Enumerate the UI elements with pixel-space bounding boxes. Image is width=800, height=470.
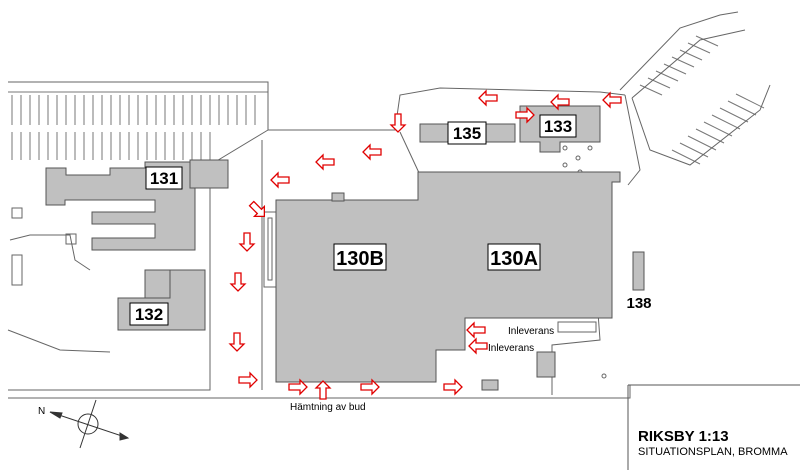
- traffic-arrow: [466, 321, 486, 339]
- title-block: RIKSBY 1:13 SITUATIONSPLAN, BROMMA: [638, 428, 800, 459]
- building-label-138: 138: [626, 295, 651, 312]
- parking-lot-east: [639, 35, 765, 165]
- building-label-131: 131: [150, 169, 178, 188]
- building-label-132: 132: [135, 305, 163, 324]
- traffic-arrow: [468, 337, 488, 355]
- building-label-130b: 130B: [336, 248, 384, 270]
- traffic-arrow: [248, 200, 266, 218]
- small-structure-c: [331, 192, 345, 202]
- traffic-arrow: [443, 378, 463, 396]
- traffic-arrow: [228, 332, 246, 352]
- traffic-arrow: [314, 380, 332, 400]
- traffic-arrow: [229, 272, 247, 292]
- building-label-130a: 130A: [490, 248, 538, 270]
- traffic-arrows: [228, 89, 622, 400]
- compass-north-label: N: [38, 406, 45, 417]
- building-labels: 131 132 133 135 130B 130A 138: [129, 114, 652, 326]
- traffic-arrow: [602, 91, 622, 109]
- traffic-arrow: [360, 378, 380, 396]
- small-structure-b: [481, 379, 499, 391]
- small-structure-a: [536, 351, 556, 378]
- title-block-frame: [627, 384, 800, 470]
- traffic-arrow: [315, 153, 335, 171]
- map-subtitle: SITUATIONSPLAN, BROMMA: [638, 446, 788, 458]
- building-131-annex: [189, 159, 229, 189]
- building-label-133: 133: [544, 117, 572, 136]
- delivery-label-2: Inleverans: [488, 343, 534, 354]
- traffic-arrow: [389, 113, 407, 133]
- compass-rose: [49, 399, 130, 449]
- traffic-arrow: [238, 371, 258, 389]
- traffic-arrow: [238, 232, 256, 252]
- building-label-135: 135: [453, 124, 481, 143]
- parking-lot-west: [8, 91, 268, 160]
- building-130-shape: [275, 171, 621, 383]
- traffic-arrow: [362, 143, 382, 161]
- map-title: RIKSBY 1:13: [638, 428, 729, 445]
- traffic-arrow: [288, 378, 308, 396]
- delivery-label-1: Inleverans: [508, 326, 554, 337]
- pickup-label: Hämtning av bud: [290, 402, 366, 413]
- building-138-shape: [632, 251, 645, 291]
- traffic-arrow: [478, 89, 498, 107]
- traffic-arrow: [270, 171, 290, 189]
- building-132-small: [144, 269, 171, 299]
- traffic-arrow: [550, 93, 570, 111]
- traffic-arrow: [515, 106, 535, 124]
